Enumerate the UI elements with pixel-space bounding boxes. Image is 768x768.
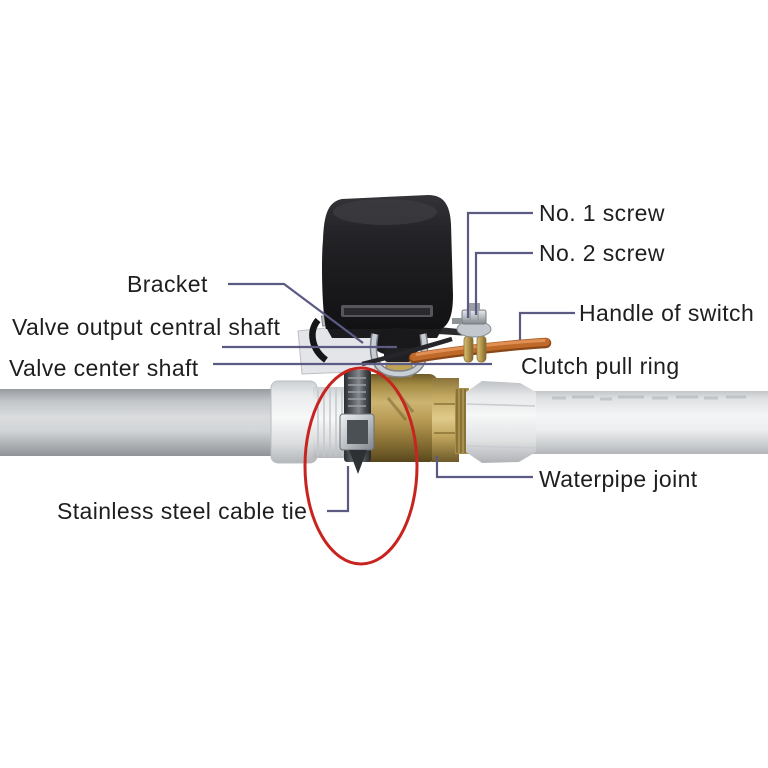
label-no1-screw: No. 1 screw	[539, 200, 665, 226]
leader-handle	[518, 311, 575, 340]
leader-lines	[213, 211, 575, 513]
pipe-left	[0, 389, 286, 456]
pipe-right	[528, 391, 768, 454]
leader-waterpipe-joint	[435, 456, 533, 479]
pipe-printing	[552, 395, 746, 401]
label-valve-center-shaft: Valve center shaft	[9, 355, 199, 381]
label-valve-output-central-shaft: Valve output central shaft	[12, 314, 281, 340]
clutch-lever-wire	[361, 336, 453, 367]
label-no2-screw: No. 2 screw	[539, 240, 665, 266]
clutch-pin	[463, 335, 474, 363]
label-handle-of-switch: Handle of switch	[579, 300, 755, 326]
handle-of-switch-part	[408, 335, 552, 364]
actuator-body	[322, 195, 453, 338]
label-stainless-steel-cable-tie: Stainless steel cable tie	[57, 498, 308, 524]
screws-assembly	[452, 303, 492, 338]
bracket-hook	[309, 317, 329, 363]
highlight-ellipse	[303, 366, 419, 566]
leader-cable-tie	[327, 466, 350, 513]
leader-bracket	[228, 282, 364, 344]
leader-no2-screw	[474, 251, 533, 315]
waterpipe-joint-part	[466, 381, 536, 463]
cable-tie	[339, 370, 375, 474]
label-clutch-pull-ring: Clutch pull ring	[521, 353, 680, 379]
cable-tie-tail	[349, 450, 367, 474]
label-waterpipe-joint: Waterpipe joint	[539, 466, 698, 492]
leader-no1-screw	[466, 211, 533, 318]
label-bracket: Bracket	[127, 271, 208, 297]
screw-hex-head	[461, 309, 487, 325]
clutch-pin	[476, 335, 487, 363]
